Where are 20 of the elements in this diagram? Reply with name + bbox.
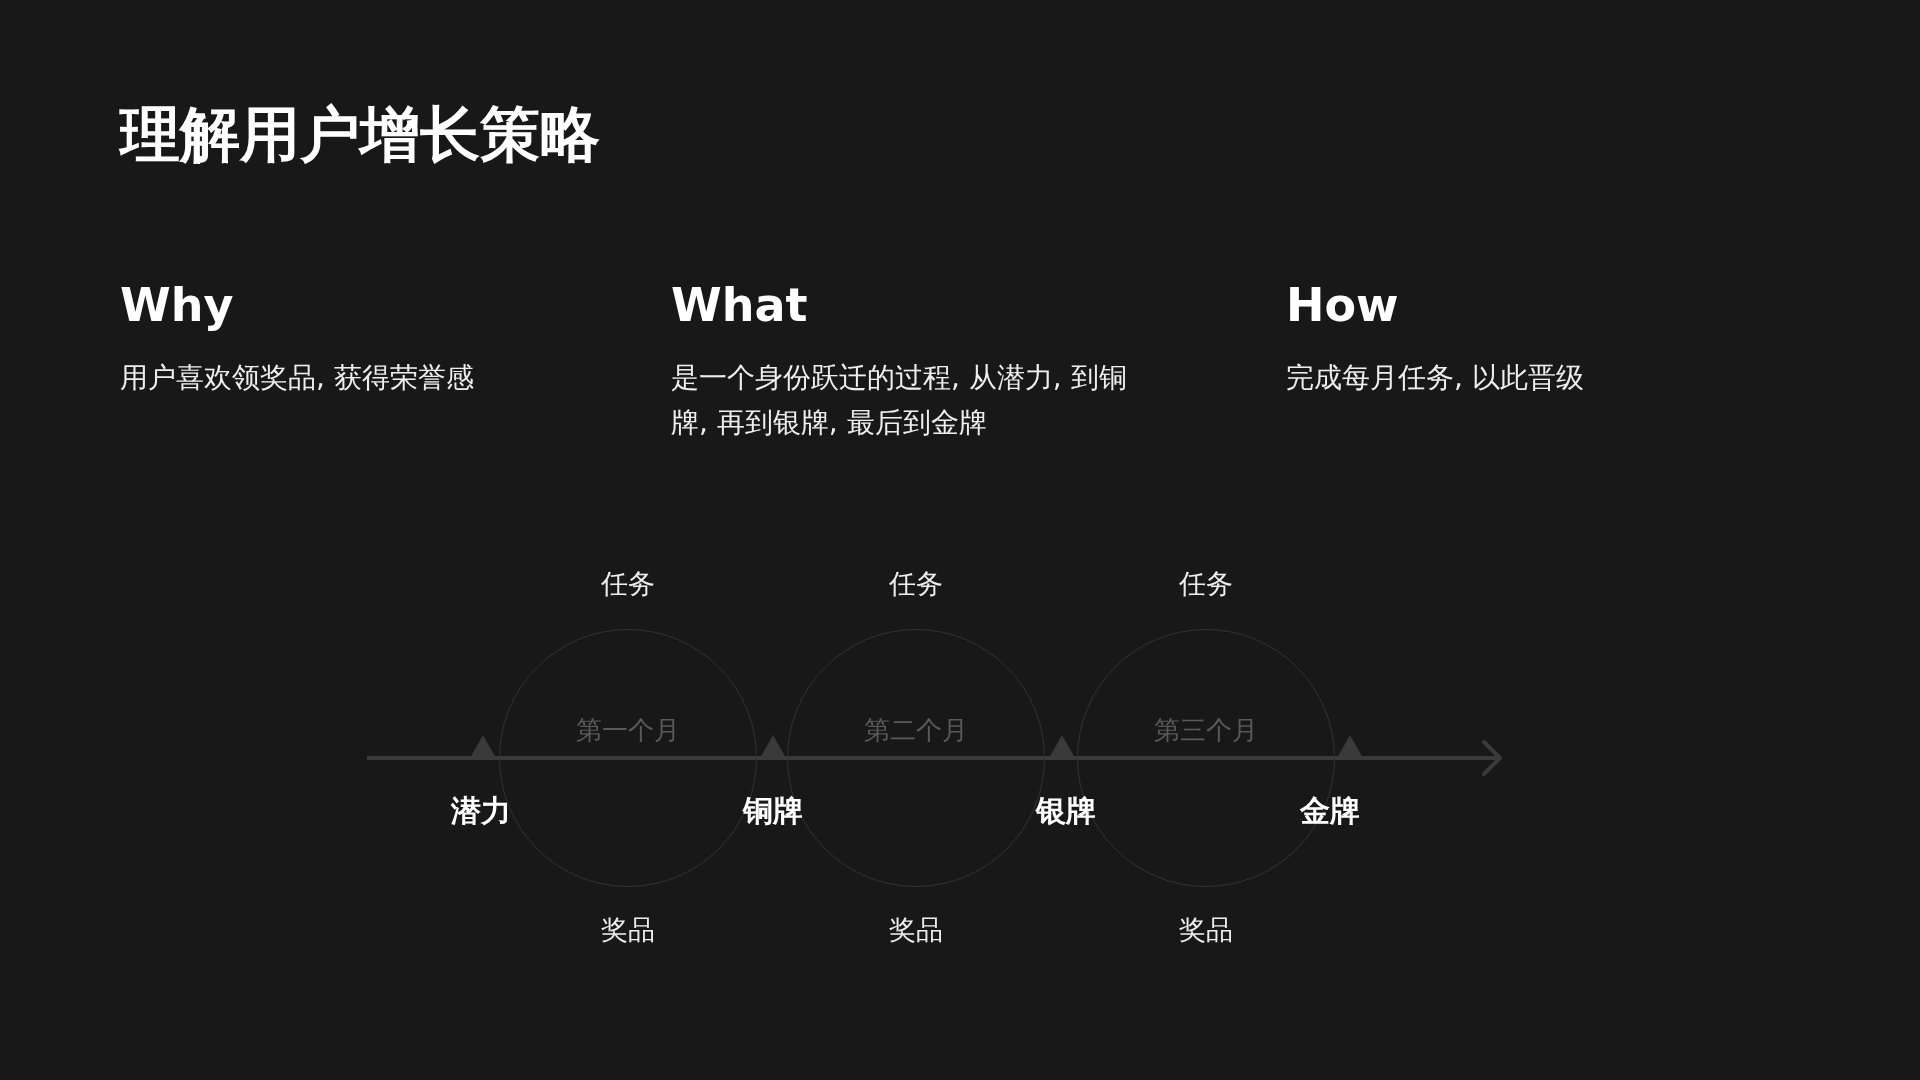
section-heading: Why bbox=[120, 278, 234, 334]
task-label: 任务 bbox=[1179, 568, 1233, 601]
milestone-label: 银牌 bbox=[1036, 793, 1096, 829]
section-text: 用户喜欢领奖品, 获得荣誉感 bbox=[120, 360, 475, 397]
task-label: 任务 bbox=[889, 568, 943, 601]
month-label: 第二个月 bbox=[864, 715, 968, 747]
reward-label: 奖品 bbox=[1179, 914, 1233, 947]
milestone-label: 潜力 bbox=[451, 793, 511, 829]
month-label: 第三个月 bbox=[1154, 715, 1258, 747]
page-title: 理解用户增长策略 bbox=[120, 98, 600, 170]
section-text: 完成每月任务, 以此晋级 bbox=[1286, 360, 1585, 397]
reward-label: 奖品 bbox=[889, 914, 943, 947]
milestone-label: 铜牌 bbox=[743, 793, 803, 829]
section-text: 是一个身份跃迁的过程, 从潜力, 到铜牌, 再到银牌, 最后到金牌 bbox=[671, 360, 1128, 442]
task-label: 任务 bbox=[601, 568, 655, 601]
section-heading: What bbox=[671, 278, 808, 334]
section-heading: How bbox=[1286, 278, 1399, 334]
reward-label: 奖品 bbox=[601, 914, 655, 947]
month-label: 第一个月 bbox=[576, 715, 680, 747]
milestone-label: 金牌 bbox=[1300, 793, 1360, 829]
